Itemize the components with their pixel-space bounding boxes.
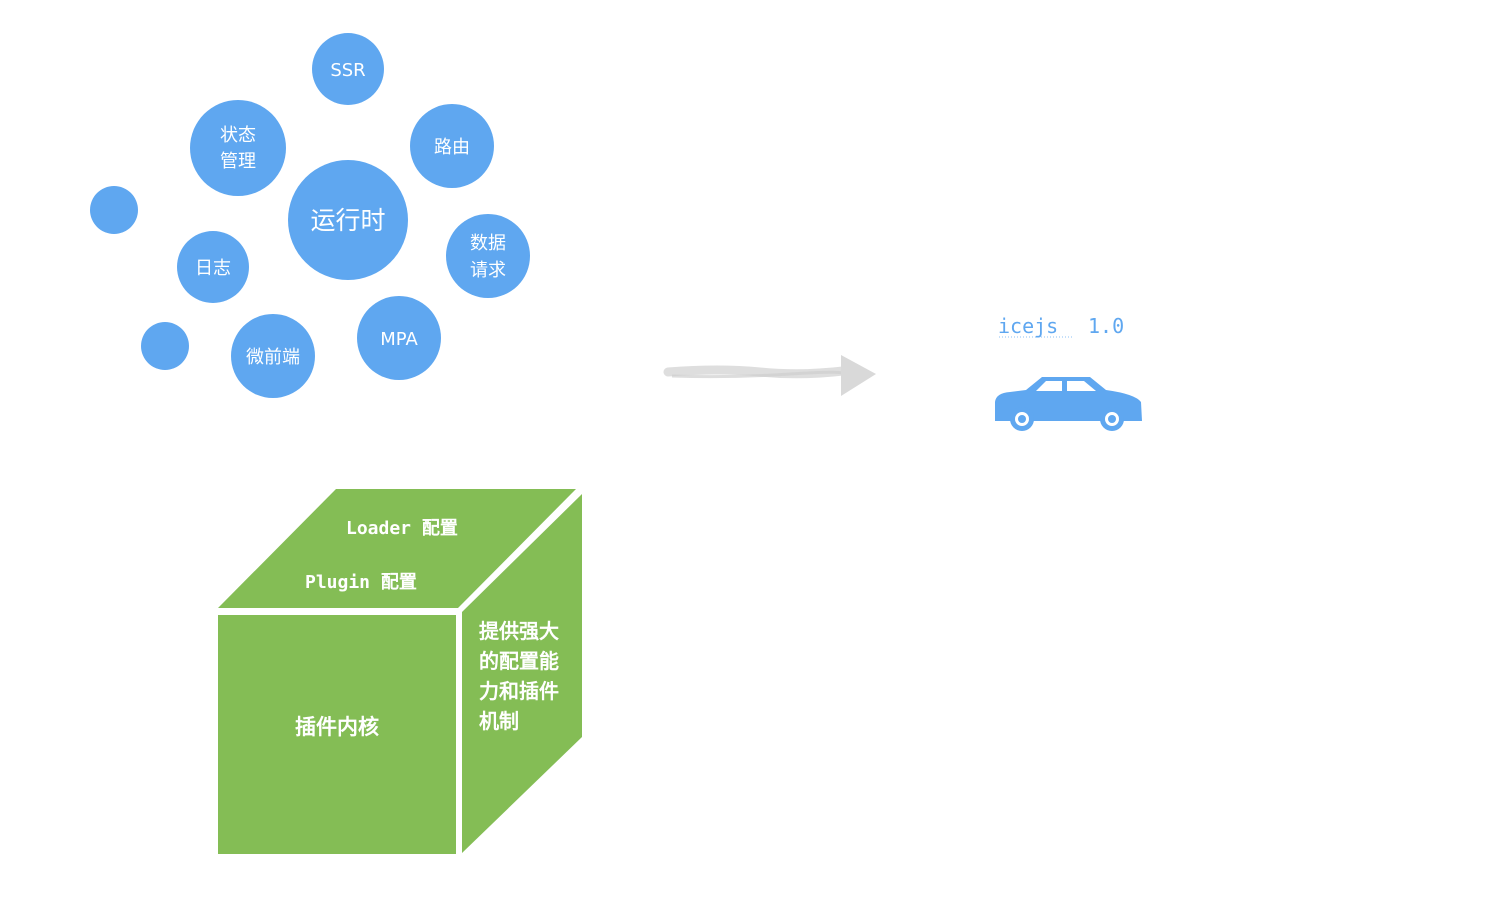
bubble-micro-frontend: 微前端 bbox=[231, 314, 315, 398]
cube-top-loader-config: Loader 配置 bbox=[346, 518, 458, 539]
bubble-runtime: 运行时 bbox=[288, 160, 408, 280]
bubble-micro-frontend-label: 微前端 bbox=[246, 347, 300, 368]
bubble-runtime-label: 运行时 bbox=[310, 206, 385, 235]
cube-side-line4: 机制 bbox=[479, 709, 519, 733]
icejs-title-name: icejs bbox=[998, 314, 1058, 338]
cube-side-face: 提供强大 的配置能 力和插件 机制 bbox=[462, 494, 582, 853]
cube-side-line2: 的配置能 bbox=[479, 649, 559, 673]
bubble-mpa: MPA bbox=[357, 296, 441, 380]
bubble-mpa-label: MPA bbox=[380, 329, 418, 350]
cube-side-line3: 力和插件 bbox=[479, 679, 559, 703]
cube-side-line1: 提供强大 bbox=[479, 619, 559, 643]
bubble-router: 路由 bbox=[410, 104, 494, 188]
bubble-log: 日志 bbox=[177, 231, 249, 303]
plugin-core-cube: Loader 配置 Plugin 配置 插件内核 提供强大 的配置能 力和插件 … bbox=[218, 489, 582, 854]
cube-front-label: 插件内核 bbox=[295, 715, 379, 739]
bubble-state-management: 状态 管理 bbox=[190, 100, 286, 196]
bubble-state-label-line1: 状态 bbox=[220, 125, 256, 146]
bubble-data-request: 数据 请求 bbox=[446, 214, 530, 298]
cube-top-plugin-config: Plugin 配置 bbox=[305, 572, 417, 593]
bubble-router-label: 路由 bbox=[434, 137, 470, 158]
bubble-data-label-line2: 请求 bbox=[470, 260, 506, 281]
runtime-bubble-cluster: SSR 状态 管理 路由 运行时 日志 数据 请求 bbox=[90, 33, 530, 398]
svg-text:Loader 配置: Loader 配置 bbox=[346, 518, 458, 539]
bubble-ssr-label: SSR bbox=[330, 60, 365, 81]
cube-front-face: 插件内核 bbox=[218, 615, 456, 854]
icejs-title: icejs 1.0 bbox=[998, 314, 1124, 338]
bubble-state-label-line2: 管理 bbox=[220, 151, 256, 172]
icejs-title-version: 1.0 bbox=[1088, 314, 1124, 338]
car-icon bbox=[995, 377, 1142, 431]
right-arrow-icon bbox=[663, 355, 876, 396]
bubble-ssr: SSR bbox=[312, 33, 384, 105]
svg-text:Plugin 配置: Plugin 配置 bbox=[305, 572, 417, 593]
bubble-empty-bottom bbox=[141, 322, 189, 370]
bubble-empty-left bbox=[90, 186, 138, 234]
bubble-data-label-line1: 数据 bbox=[470, 233, 506, 254]
bubble-log-label: 日志 bbox=[195, 258, 231, 279]
cube-top-face: Loader 配置 Plugin 配置 bbox=[218, 489, 576, 608]
